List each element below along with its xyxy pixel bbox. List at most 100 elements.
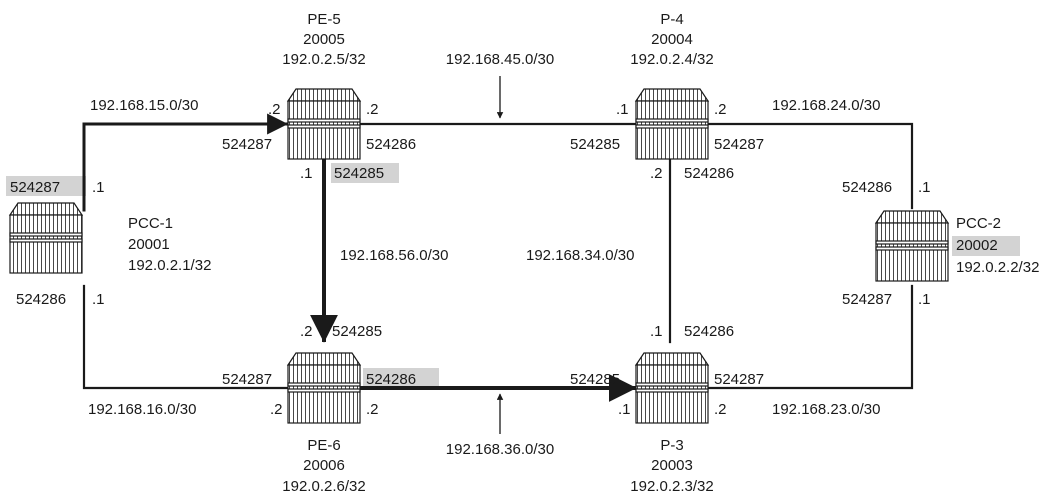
router-name-pe5: PE-5: [307, 11, 340, 28]
p4-right-if: .2: [714, 101, 727, 118]
router-band: [875, 246, 949, 251]
router-sid-pcc1: 20001: [128, 236, 170, 253]
router-sid-pe6: 20006: [303, 457, 345, 474]
pe5-down-if: .1: [300, 165, 313, 182]
highlight-pe6-label: [363, 368, 439, 388]
router-body: [9, 214, 83, 274]
router-sid-pcc2: 20002: [956, 237, 998, 254]
subnet-p3-pcc2: 192.168.23.0/30: [772, 401, 880, 418]
router-cap: [286, 88, 362, 102]
p4-down-if: .2: [650, 165, 663, 182]
pe5-right-if: .2: [366, 101, 379, 118]
router-name-p4: P-4: [660, 11, 683, 28]
subnet-pe5-pe6: 192.168.56.0/30: [340, 247, 448, 264]
pe6-up-if: .2: [300, 323, 313, 340]
pcc2-up-label: 524286: [842, 179, 892, 196]
router-name-pcc1: PCC-1: [128, 215, 173, 232]
router-address-pe6: 192.0.2.6/32: [282, 478, 365, 495]
router-cap: [286, 352, 362, 366]
p3-right-if: .2: [714, 401, 727, 418]
router-cap: [634, 352, 710, 366]
router-sid-p4: 20004: [651, 31, 693, 48]
p3-left-if: .1: [618, 401, 631, 418]
pe6-right-label: 524286: [366, 371, 416, 388]
router-address-p4: 192.0.2.4/32: [630, 51, 713, 68]
p4-down-label: 524286: [684, 165, 734, 182]
subnet-p4-p3: 192.168.34.0/30: [526, 247, 634, 264]
router-icon-pcc1: [8, 202, 84, 274]
pe6-up-label: 524285: [332, 323, 382, 340]
subnet-pcc1-pe5: 192.168.15.0/30: [90, 97, 198, 114]
pcc2-down-if: .1: [918, 291, 931, 308]
router-address-pcc2: 192.0.2.2/32: [956, 259, 1039, 276]
p4-right-label: 524287: [714, 136, 764, 153]
pe5-left-label: 524287: [222, 136, 272, 153]
p4-left-if: .1: [616, 101, 629, 118]
highlight-group: [6, 163, 1020, 388]
link-pcc1-pe6: [82, 284, 292, 390]
router-sid-p3: 20003: [651, 457, 693, 474]
router-name-pcc2: PCC-2: [956, 215, 1001, 232]
router-name-p3: P-3: [660, 437, 683, 454]
links-group: [82, 113, 914, 402]
router-band: [635, 124, 709, 129]
p3-right-label: 524287: [714, 371, 764, 388]
router-icon-pcc2: [874, 210, 950, 282]
highlight-pcc2-sid: [952, 236, 1020, 256]
router-band: [287, 124, 361, 129]
router-band: [9, 238, 83, 243]
router-band: [287, 382, 361, 387]
pcc1-down-if: .1: [92, 291, 105, 308]
pe5-left-if: .2: [268, 101, 281, 118]
router-sid-pe5: 20005: [303, 31, 345, 48]
router-body: [635, 364, 709, 424]
link-p3-pcc2: [706, 284, 914, 390]
p3-up-label: 524286: [684, 323, 734, 340]
subnet-pcc1-pe6: 192.168.16.0/30: [88, 401, 196, 418]
text-group: PE-5 20005 192.0.2.5/32 P-4 20004 192.0.…: [10, 11, 1039, 495]
pcc2-down-label: 524287: [842, 291, 892, 308]
router-band: [875, 240, 949, 245]
link-pcc1-pe5: [82, 113, 289, 212]
p4-left-label: 524285: [570, 136, 620, 153]
pcc1-up-label: 524287: [10, 179, 60, 196]
router-icon-pe6: [286, 352, 362, 424]
router-band: [9, 232, 83, 237]
pe6-right-if: .2: [366, 401, 379, 418]
router-icon-pe5: [286, 88, 362, 160]
pcc2-up-if: .1: [918, 179, 931, 196]
pe6-left-if: .2: [270, 401, 283, 418]
routers-group: [8, 88, 950, 424]
router-body: [875, 222, 949, 282]
router-cap: [8, 202, 84, 216]
router-address-pcc1: 192.0.2.1/32: [128, 257, 211, 274]
pcc1-up-if: .1: [92, 179, 105, 196]
router-band: [287, 388, 361, 393]
subnet-pe5-p4: 192.168.45.0/30: [446, 51, 554, 68]
router-cap: [634, 88, 710, 102]
link-p4-pcc2: [706, 122, 914, 210]
router-body: [635, 100, 709, 160]
router-cap: [874, 210, 950, 224]
router-band: [635, 382, 709, 387]
p3-left-label: 524285: [570, 371, 620, 388]
p3-up-if: .1: [650, 323, 663, 340]
router-icon-p4: [634, 88, 710, 160]
router-body: [287, 100, 361, 160]
router-band: [287, 118, 361, 123]
pe5-down-label: 524285: [334, 165, 384, 182]
pe5-right-label: 524286: [366, 136, 416, 153]
pcc1-down-label: 524286: [16, 291, 66, 308]
subnet-pe6-p3: 192.168.36.0/30: [446, 441, 554, 458]
pe6-left-label: 524287: [222, 371, 272, 388]
highlight-pcc1-label: [6, 176, 86, 196]
router-icon-p3: [634, 352, 710, 424]
router-address-pe5: 192.0.2.5/32: [282, 51, 365, 68]
router-address-p3: 192.0.2.3/32: [630, 478, 713, 495]
router-band: [635, 388, 709, 393]
router-body: [287, 364, 361, 424]
subnet-p4-pcc2: 192.168.24.0/30: [772, 97, 880, 114]
highlight-pe5-label: [331, 163, 399, 183]
router-band: [635, 118, 709, 123]
